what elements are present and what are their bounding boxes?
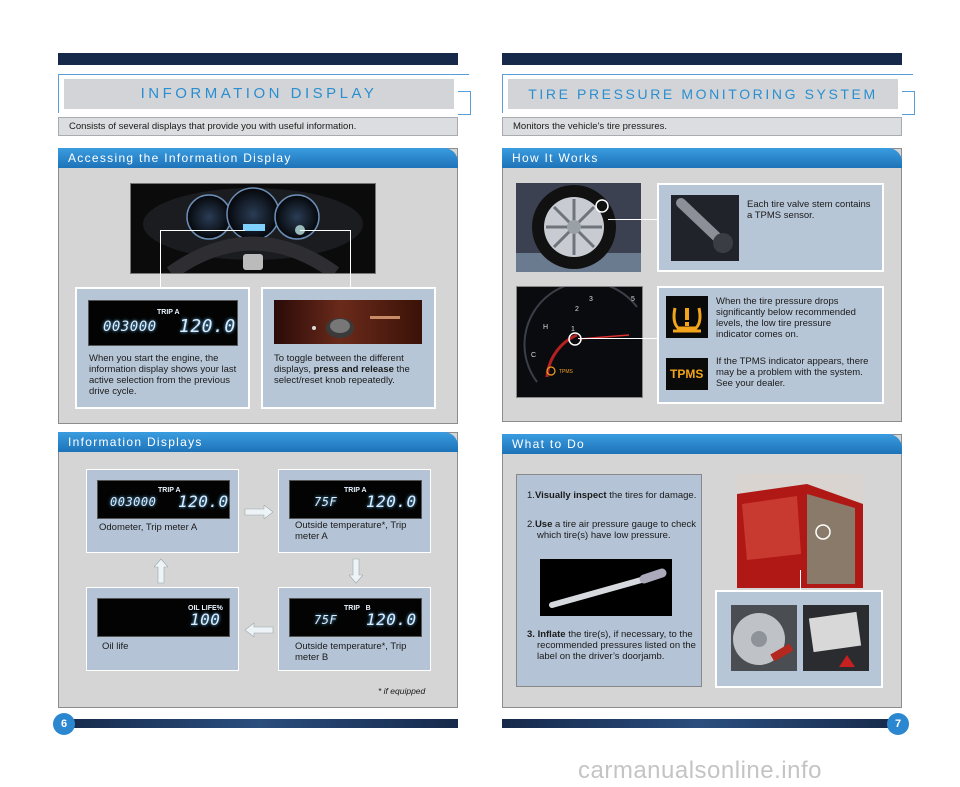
page-number-right: 7 — [887, 713, 909, 735]
svg-text:TPMS: TPMS — [559, 369, 574, 375]
toggle-text: To toggle between the different displays… — [274, 353, 410, 386]
tpms-indicator-text: If the TPMS indicator appears, there may… — [716, 356, 869, 389]
svg-text:5: 5 — [631, 296, 635, 303]
display-label-odometer: Odometer, Trip meter A — [99, 522, 198, 533]
svg-text:C: C — [531, 352, 536, 359]
left-top-bar — [58, 53, 458, 65]
connector-line-1b — [160, 230, 245, 231]
connector-gauge — [578, 338, 658, 339]
page-number-left: 6 — [53, 713, 75, 735]
connector-door — [800, 570, 801, 590]
connector-valve — [608, 219, 658, 220]
information-displays-heading: Information Displays — [58, 432, 458, 452]
connector-line-2b — [300, 230, 350, 231]
page-title-tpms: TIRE PRESSURE MONITORING SYSTEM (TPMS) — [508, 79, 898, 132]
low-pressure-warning-icon — [666, 296, 708, 338]
watermark: carmanualsonline.info — [578, 757, 822, 784]
display-lcd-odometer: TRIP A 003000 120.0 — [97, 480, 230, 519]
display-right-value: 120.0 — [178, 492, 229, 511]
svg-text:2: 2 — [575, 306, 579, 313]
step-1: 1.Visually inspect the tires for damage. — [527, 490, 697, 501]
odometer-lcd: TRIP A 003000 120.0 — [88, 300, 238, 346]
connector-line-1 — [160, 230, 161, 288]
svg-text:H: H — [543, 324, 548, 331]
display-trip-label: TRIP A — [344, 487, 367, 494]
right-subtitle: Monitors the vehicle’s tire pressures. — [502, 117, 902, 136]
what-to-do-heading: What to Do — [502, 434, 902, 454]
display-lcd-temp-trip-b: TRIP B 75F 120.0 — [289, 598, 422, 637]
arrow-up-icon — [154, 558, 168, 584]
tpms-indicator-icon: TPMS — [666, 358, 708, 390]
display-trip-label: TRIP B — [344, 605, 371, 612]
display-label-temp-trip-b: Outside temperature*, Trip meter B — [295, 641, 407, 663]
dashboard-photo — [130, 183, 376, 274]
arrow-right-icon — [244, 505, 274, 519]
step-2: 2.Use a tire air pressure gauge to check… — [527, 519, 697, 541]
start-engine-text: When you start the engine, the informati… — [89, 353, 237, 397]
display-left-value: 75F — [314, 495, 338, 509]
left-bottom-bar — [58, 719, 458, 728]
gauge-photo: 3 5 2 1 H C TPMS — [516, 286, 643, 398]
footnote-if-equipped: * if equipped — [378, 686, 426, 696]
display-right-value: 120.0 — [366, 492, 417, 511]
how-it-works-heading: How It Works — [502, 148, 902, 168]
display-left-value: 003000 — [110, 495, 157, 509]
display-lcd-oil-life: OIL LIFE% 100 — [97, 598, 230, 637]
display-label-oil-life: Oil life — [102, 641, 129, 652]
right-title-bracket-right — [902, 91, 915, 115]
right-bottom-bar — [502, 719, 902, 728]
car-door-photo — [737, 474, 863, 588]
right-top-bar — [502, 53, 902, 65]
doorjamb-label-photo — [803, 605, 869, 671]
arrow-left-icon — [244, 623, 274, 637]
valve-text: Each tire valve stem contains a TPMS sen… — [747, 199, 871, 221]
right-title-bracket — [502, 74, 913, 113]
select-reset-knob-photo — [274, 300, 422, 344]
display-trip-label: TRIP A — [158, 487, 181, 494]
display-label-temp-trip-a: Outside temperature*, Trip meter A — [295, 520, 407, 542]
display-trip-label: OIL LIFE% — [188, 605, 223, 612]
svg-text:3: 3 — [589, 296, 593, 303]
lcd-trip-value: 120.0 — [179, 316, 236, 337]
arrow-down-icon — [349, 558, 363, 584]
svg-text:1: 1 — [571, 326, 575, 333]
pressure-gauge-photo — [540, 559, 672, 616]
lcd-trip-label: TRIP A — [157, 309, 180, 316]
lcd-odometer-value: 003000 — [103, 319, 157, 335]
tire-inflate-photo — [731, 605, 797, 671]
display-lcd-temp-trip-a: TRIP A 75F 120.0 — [289, 480, 422, 519]
pressure-drops-text: When the tire pressure drops significant… — [716, 296, 856, 340]
valve-stem-photo — [671, 195, 739, 261]
display-right-value: 100 — [190, 610, 221, 629]
tpms-indicator-label: TPMS — [670, 367, 704, 381]
left-title-bracket — [58, 74, 469, 113]
connector-line-2 — [350, 230, 351, 288]
wheel-photo — [516, 183, 641, 272]
display-left-value: 75F — [314, 613, 338, 627]
display-right-value: 120.0 — [366, 610, 417, 629]
accessing-heading: Accessing the Information Display — [58, 148, 458, 168]
left-subtitle: Consists of several displays that provid… — [58, 117, 458, 136]
left-title-bracket-right — [458, 91, 471, 115]
page-title-information-display: INFORMATION DISPLAY — [64, 79, 454, 109]
step-3: 3. Inflate the tire(s), if necessary, to… — [527, 629, 696, 662]
